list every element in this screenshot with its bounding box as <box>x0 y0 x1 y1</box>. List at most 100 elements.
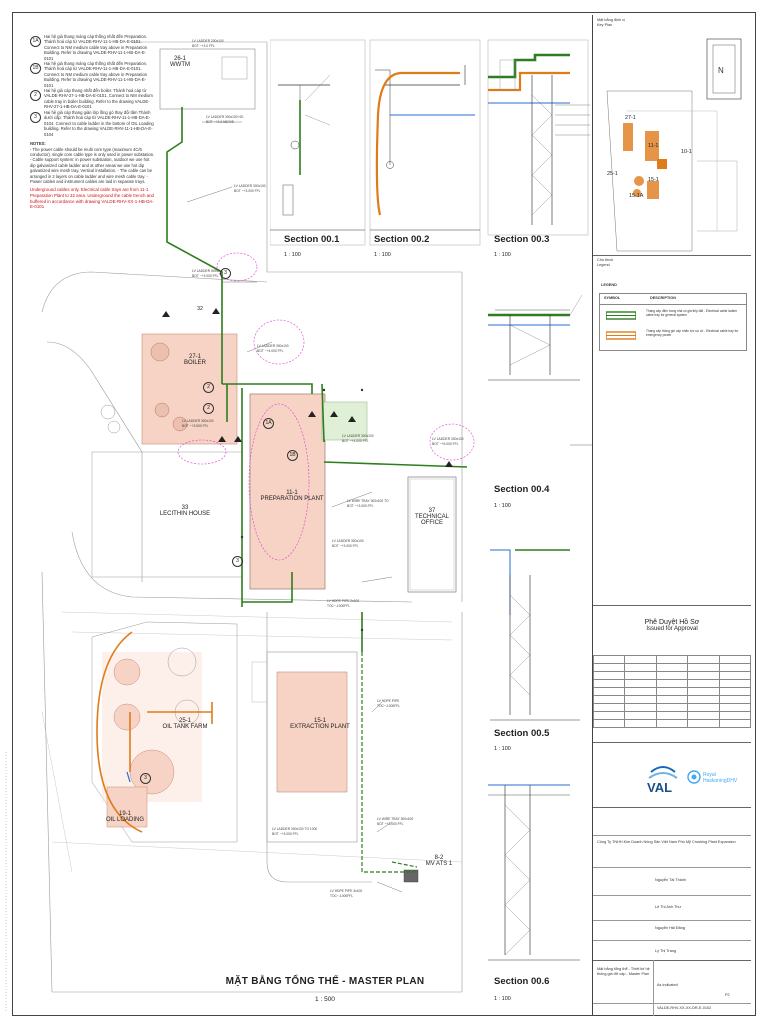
keyplan-tag: 10-1 <box>681 149 692 155</box>
drawing-revision: P2 <box>725 993 730 997</box>
svg-text:BOT ~+5.000 FFL: BOT ~+5.000 FFL <box>432 442 459 446</box>
title-block: Mặt bằng định vị Key Plan N 27-1 11-1 10… <box>592 15 752 1016</box>
note-text: Hai hệ giá cáp thang nhất đến boiler. Th… <box>44 88 153 110</box>
marker-3: 3 <box>232 556 243 567</box>
note-2: 2 Hai hệ giá cáp thang nhất đến boiler. … <box>30 88 155 110</box>
keyplan-label: Mặt bằng định vị Key Plan <box>597 18 625 27</box>
svg-text:LV LADDER 300x100 TO 1000: LV LADDER 300x100 TO 1000 <box>272 827 317 831</box>
section-00-6-scale: 1 : 100 <box>494 996 511 1002</box>
svg-text:BOT ~+3.000 FFL: BOT ~+3.000 FFL <box>347 504 374 508</box>
note-1b: 1B Hai hệ giá thang máng cáp thống nhất … <box>30 61 155 88</box>
drawing-title: Mặt bằng tổng thể - Thiết kế hệ thống gi… <box>597 967 650 976</box>
marker-3: 3 <box>220 268 231 279</box>
svg-text:LV LADDER 300x100: LV LADDER 300x100 <box>182 419 214 423</box>
svg-text:BOT ~+3.0 FFL: BOT ~+3.0 FFL <box>192 44 215 48</box>
marker-2: 2 <box>203 403 214 414</box>
marker-1b: 1B <box>287 450 298 461</box>
keyplan-tag: 15-1 <box>648 177 659 183</box>
legend-orange-swatch <box>606 331 636 340</box>
svg-text:LV WIRE TRAY 300x100: LV WIRE TRAY 300x100 <box>377 817 413 821</box>
svg-text:LV LADDER 300x100: LV LADDER 300x100 <box>342 434 374 438</box>
sheet-edge-strip <box>5 752 7 1012</box>
section-00-2-title: Section 00.2 <box>374 234 430 245</box>
revision-table <box>592 655 752 728</box>
plan-title: MẶT BẰNG TỔNG THỂ - MASTER PLAN <box>225 976 425 987</box>
approval-vn: Phê Duyệt Hồ Sơ <box>644 619 700 626</box>
note-3: 3 Hai hệ giá cáp thang giản lớp lồng gò … <box>30 110 155 137</box>
legend-title: LEGEND <box>601 283 617 287</box>
section-00-1-detail <box>270 39 366 246</box>
svg-text:LV WIRE TRAY 300x100 TO: LV WIRE TRAY 300x100 TO <box>347 499 389 503</box>
svg-text:BOT ~+4.000 FFL: BOT ~+4.000 FFL <box>257 349 284 353</box>
section-00-5-scale: 1 : 100 <box>494 746 511 752</box>
marker-1a: 1A <box>263 418 274 429</box>
sheet-border <box>12 12 756 1016</box>
master-plan-drawing: LV LADDER 300x100 BOT ~+3.000 FFL LV LAD… <box>41 39 475 993</box>
legend-green-swatch <box>606 311 636 320</box>
section-00-4-detail <box>488 294 583 381</box>
note-tag: 1B <box>30 63 41 75</box>
extraction-plant-building <box>276 671 348 793</box>
svg-text:N: N <box>718 66 724 75</box>
notes-red-remark: Underground cables only. Electrical cabl… <box>30 187 154 210</box>
plan-scale: 1 : 500 <box>315 996 335 1003</box>
legend-label-en: Legend <box>597 263 610 267</box>
svg-text:LV HDPE PIPE: LV HDPE PIPE <box>377 699 400 703</box>
svg-text:LV LADDER 300x100 HD: LV LADDER 300x100 HD <box>206 115 244 119</box>
svg-text:BOT ~+3.0 ABOVE: BOT ~+3.0 ABOVE <box>206 120 235 124</box>
royal-haskoning-text: Royal HaskoningDHV <box>703 772 738 784</box>
legend-row-green: Thang cáp điện trong nhà có giá tiếp đất… <box>646 309 738 317</box>
keyplan-tag: 25-1 <box>607 171 618 177</box>
height-tag-diagram <box>570 444 592 446</box>
note-text: Hai hệ giá thang máng cáp thống nhất đến… <box>44 34 148 61</box>
drawing-scale: As indicated <box>657 983 678 987</box>
svg-text:LV LADDER 300x100: LV LADDER 300x100 <box>234 184 266 188</box>
svg-text:BOT ~+4.000 FFL: BOT ~+4.000 FFL <box>342 439 369 443</box>
section-00-4-title: Section 00.4 <box>494 484 550 495</box>
section-00-3-scale: 1 : 100 <box>494 252 511 258</box>
note-tag: 3 <box>30 112 41 124</box>
section-00-6-detail <box>488 784 580 961</box>
svg-text:LV HDPE PIPE 3x100: LV HDPE PIPE 3x100 <box>330 889 362 893</box>
svg-text:BOT ~+3.000 FFL: BOT ~+3.000 FFL <box>377 822 404 826</box>
designer-name: Lê Thị Anh Thư <box>655 905 682 909</box>
note-text: Hai hệ giá cáp thang giản lớp lồng gò th… <box>44 110 154 137</box>
svg-text:BOT ~+3.000 FFL: BOT ~+3.000 FFL <box>192 274 219 278</box>
svg-text:TOC~-1000FFL: TOC~-1000FFL <box>377 704 400 708</box>
section-00-1-title: Section 00.1 <box>284 234 340 245</box>
svg-text:TOC~-1000FFL: TOC~-1000FFL <box>327 604 350 608</box>
svg-text:LV LADDER 300x100: LV LADDER 300x100 <box>332 539 364 543</box>
section-00-4-scale: 1 : 100 <box>494 503 511 509</box>
svg-text:LV LADDER WIRE: LV LADDER WIRE <box>192 269 220 273</box>
note-tag: 1A <box>30 36 41 47</box>
keyplan-tag: 15-1A <box>629 193 644 199</box>
svg-text:LV LADDER 300x100: LV LADDER 300x100 <box>257 344 289 348</box>
keyplan-map: N <box>606 38 742 252</box>
notes-panel: 1A Hai hệ giá thang máng cáp thống nhất … <box>30 34 155 210</box>
section-00-5-detail <box>490 549 580 721</box>
svg-text:LV LADDER 300x100: LV LADDER 300x100 <box>432 437 464 441</box>
legend-col-symbol: SYMBOL <box>604 296 621 300</box>
keyplan-tag: 27-1 <box>625 115 636 121</box>
section-00-3-title: Section 00.3 <box>494 234 550 245</box>
notes-heading: NOTES: <box>30 141 46 147</box>
note-tag: 2 <box>30 90 41 102</box>
svg-text:BOT ~+3.500 FFL: BOT ~+3.500 FFL <box>182 424 209 428</box>
approval-en: Issued for Approval <box>646 626 698 632</box>
legend-table: SYMBOL DESCRIPTION Thang cáp điện trong … <box>599 293 747 351</box>
svg-text:BOT ~+3.000 FFL: BOT ~+3.000 FFL <box>234 189 261 193</box>
note-1a: 1A Hai hệ giá thang máng cáp thống nhất … <box>30 34 155 61</box>
approval-stamp: Phê Duyệt Hồ Sơ Issued for Approval <box>593 619 751 632</box>
sections-drawing <box>270 39 592 961</box>
note-text: Hai hệ giá thang máng cáp thống nhất đến… <box>44 61 148 88</box>
section-00-6-title: Section 00.6 <box>494 976 550 987</box>
keyplan-tag: 11-1 <box>648 143 659 149</box>
